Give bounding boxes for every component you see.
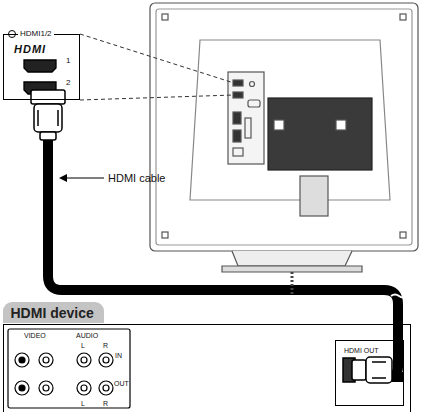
break-mark — [391, 295, 407, 298]
jack-label: IN — [115, 352, 122, 359]
leader-line — [80, 95, 234, 100]
device-heading: HDMI device — [3, 302, 104, 323]
panel-box: HDMI1/2HDMI12 — [3, 34, 80, 100]
panel-box: HDMI OUT — [335, 340, 404, 406]
hdmi-port — [24, 60, 56, 94]
cable-label: HDMI cable — [108, 173, 165, 184]
jack-label: OUT — [114, 380, 129, 387]
device-box: HDMI deviceHDMI OUT — [3, 324, 411, 412]
hdmi-logo: HDMI — [14, 44, 46, 55]
port-number: 1 — [66, 57, 70, 65]
leader-line — [80, 34, 234, 83]
jack-label: L — [81, 342, 85, 349]
port-label: HDMI OUT — [344, 347, 379, 354]
port-group-label: HDMI1/2 — [18, 30, 54, 38]
jack-label: L — [81, 400, 85, 407]
tv-rear — [150, 3, 418, 296]
port-number: 2 — [66, 79, 70, 87]
jack-label: AUDIO — [76, 332, 98, 339]
jack-label: VIDEO — [24, 332, 46, 339]
hdmi-plug — [31, 90, 65, 140]
jack-label: R — [103, 342, 108, 349]
av-jacks — [8, 329, 130, 408]
leader-arrow — [59, 174, 104, 182]
hdmi-plug — [343, 357, 392, 383]
jack-label: R — [103, 400, 108, 407]
